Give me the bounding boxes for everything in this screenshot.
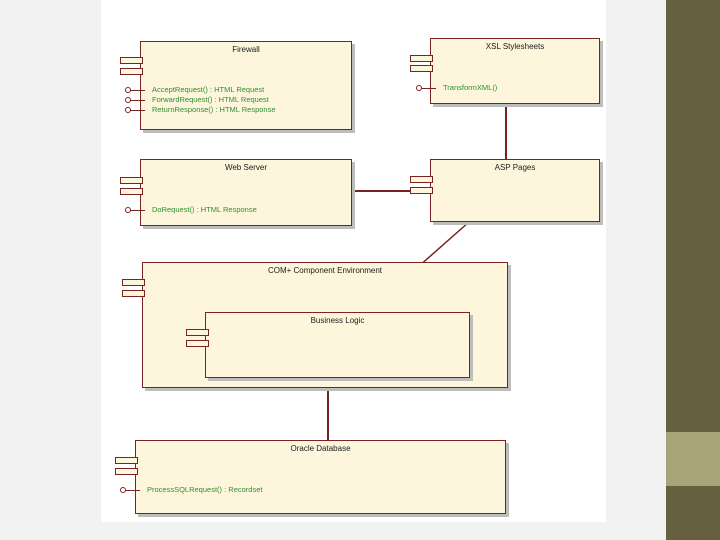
operation-label: DoRequest() : HTML Response [152,205,257,214]
component-title: Firewall [232,45,260,54]
component-web-server: Web Server DoRequest() : HTML Response [125,159,352,226]
component-tab-icon [115,457,138,464]
component-business-logic: Business Logic [205,312,470,378]
component-tab-icon [410,55,433,62]
component-title: ASP Pages [494,163,536,172]
interface-lollipop-icon [416,85,436,91]
connector-xsl-asp [505,104,507,160]
interface-lollipop-icon [125,207,145,213]
component-tab-icon [120,188,143,195]
interface-lollipop-icon [125,107,145,113]
component-tab-icon [120,68,143,75]
operation-list: DoRequest() : HTML Response [125,205,257,215]
component-tab-icon [122,279,145,286]
component-tab-icon [186,340,209,347]
operation-item: ForwardRequest() : HTML Request [125,95,276,105]
component-oracle-database: Oracle Database ProcessSQLRequest() : Re… [120,440,506,514]
decorative-side-band-accent [666,432,720,486]
operation-list: ProcessSQLRequest() : Recordset [120,485,263,495]
operation-label: ForwardRequest() : HTML Request [152,95,269,104]
component-firewall: Firewall AcceptRequest() : HTML Request … [125,41,352,130]
operation-list: TransformXML() [416,83,498,93]
operation-label: ProcessSQLRequest() : Recordset [147,485,263,494]
interface-lollipop-icon [120,487,140,493]
component-tab-icon [410,65,433,72]
operation-item: ReturnResponse() : HTML Response [125,105,276,115]
component-tab-icon [122,290,145,297]
component-title: XSL Stylesheets [485,42,545,51]
component-tab-icon [115,468,138,475]
operation-item: AcceptRequest() : HTML Request [125,85,276,95]
component-tab-icon [120,177,143,184]
component-tab-icon [120,57,143,64]
component-asp-pages: ASP Pages [430,159,600,222]
connector-businesslogic-oracle [327,378,329,440]
interface-lollipop-icon [125,87,145,93]
interface-lollipop-icon [125,97,145,103]
component-title: Business Logic [310,316,365,325]
component-title: Oracle Database [290,444,351,453]
component-title: Web Server [224,163,268,172]
component-tab-icon [186,329,209,336]
component-title: COM+ Component Environment [267,266,383,275]
operation-label: TransformXML() [443,83,498,92]
component-tab-icon [410,187,433,194]
operation-item: ProcessSQLRequest() : Recordset [120,485,263,495]
operation-label: ReturnResponse() : HTML Response [152,105,276,114]
connector-webserver-asp [352,190,412,192]
operation-item: DoRequest() : HTML Response [125,205,257,215]
operation-label: AcceptRequest() : HTML Request [152,85,265,94]
component-xsl-stylesheets: XSL Stylesheets TransformXML() [416,38,600,104]
operation-item: TransformXML() [416,83,498,93]
operation-list: AcceptRequest() : HTML Request ForwardRe… [125,85,276,115]
component-tab-icon [410,176,433,183]
